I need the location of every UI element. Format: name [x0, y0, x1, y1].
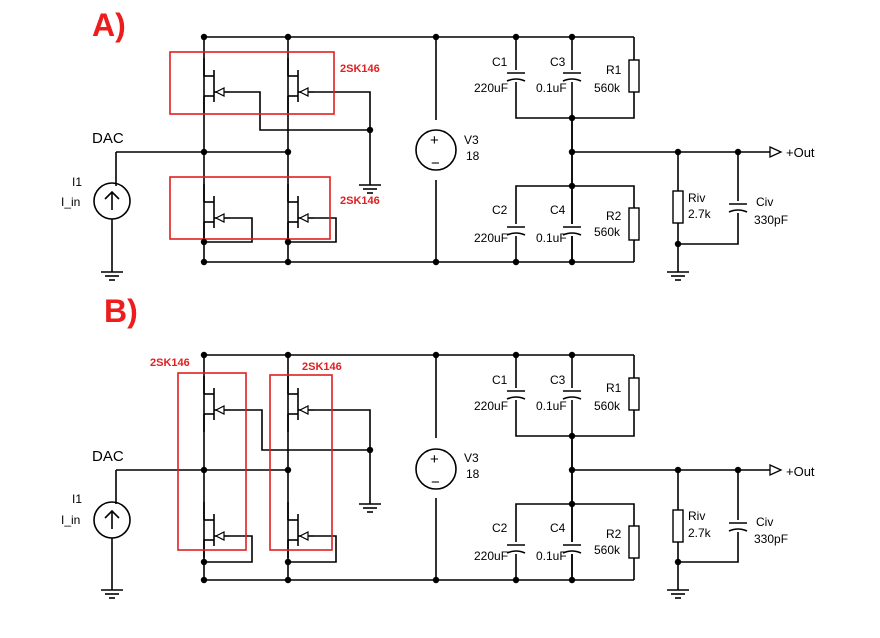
c3-name: C3 [550, 373, 566, 387]
source-name: I1 [72, 492, 82, 506]
civ-name: Civ [756, 195, 773, 209]
riv-value: 2.7k [688, 207, 712, 221]
source-value: I_in [61, 195, 80, 209]
jfet [203, 57, 231, 115]
c1-name: C1 [492, 373, 508, 387]
r2-value: 560k [594, 225, 621, 239]
supply-name: V3 [464, 133, 479, 147]
jfet-box [269, 374, 333, 551]
c4-value: 0.1uF [536, 231, 567, 245]
r1-name: R1 [606, 63, 622, 77]
jfet-box [177, 372, 247, 551]
part-label: 2SK146 [150, 357, 190, 369]
jfet [287, 183, 315, 241]
c1-name: C1 [492, 55, 508, 69]
r2-name: R2 [606, 209, 622, 223]
voltage-source-icon [415, 129, 457, 171]
c1-value: 220uF [474, 81, 508, 95]
junction-dots [200, 33, 742, 266]
supply-plus: + [430, 451, 439, 468]
c3-name: C3 [550, 55, 566, 69]
c2-value: 220uF [474, 231, 508, 245]
supply-minus: − [431, 474, 440, 491]
c2-name: C2 [492, 203, 508, 217]
civ-name: Civ [756, 515, 773, 529]
civ-value: 330pF [754, 532, 788, 546]
dac-label: DAC [92, 130, 124, 147]
supply-value: 18 [466, 467, 480, 481]
output-label: +Out [786, 464, 815, 479]
r2-value: 560k [594, 543, 621, 557]
c4-value: 0.1uF [536, 549, 567, 563]
jfet-box [169, 51, 335, 115]
r1-name: R1 [606, 381, 622, 395]
c1-value: 220uF [474, 399, 508, 413]
c2-name: C2 [492, 521, 508, 535]
supply-value: 18 [466, 149, 480, 163]
source-name: I1 [72, 175, 82, 189]
voltage-source-icon [415, 448, 457, 490]
section-a: A) DAC I1 I_in 2SK [61, 7, 815, 281]
part-label: 2SK146 [340, 63, 380, 75]
r1-value: 560k [594, 399, 621, 413]
supply-name: V3 [464, 451, 479, 465]
riv-name: Riv [688, 191, 705, 205]
dac-label: DAC [92, 448, 124, 465]
jfet-box [169, 176, 331, 240]
output-arrow-icon [769, 145, 783, 159]
output-label: +Out [786, 145, 815, 160]
jfet [203, 183, 231, 241]
part-label: 2SK146 [340, 195, 380, 207]
jfet [287, 57, 315, 115]
civ-value: 330pF [754, 213, 788, 227]
c2-value: 220uF [474, 549, 508, 563]
c4-name: C4 [550, 521, 566, 535]
riv-value: 2.7k [688, 526, 712, 540]
r1-value: 560k [594, 81, 621, 95]
source-value: I_in [61, 513, 80, 527]
jfet [203, 375, 231, 433]
supply-minus: − [431, 155, 440, 172]
r2-name: R2 [606, 527, 622, 541]
c4-name: C4 [550, 203, 566, 217]
part-label: 2SK146 [302, 361, 342, 373]
c3-value: 0.1uF [536, 81, 567, 95]
output-arrow-icon [769, 463, 783, 477]
jfet [287, 375, 315, 433]
section-label: A) [92, 7, 126, 43]
riv-name: Riv [688, 509, 705, 523]
section-label: B) [104, 293, 138, 329]
c3-value: 0.1uF [536, 399, 567, 413]
junction-dots [200, 351, 742, 584]
supply-plus: + [430, 132, 439, 149]
section-b: B) DAC I1 I_in 2SK146 2SK146 + [61, 293, 815, 599]
